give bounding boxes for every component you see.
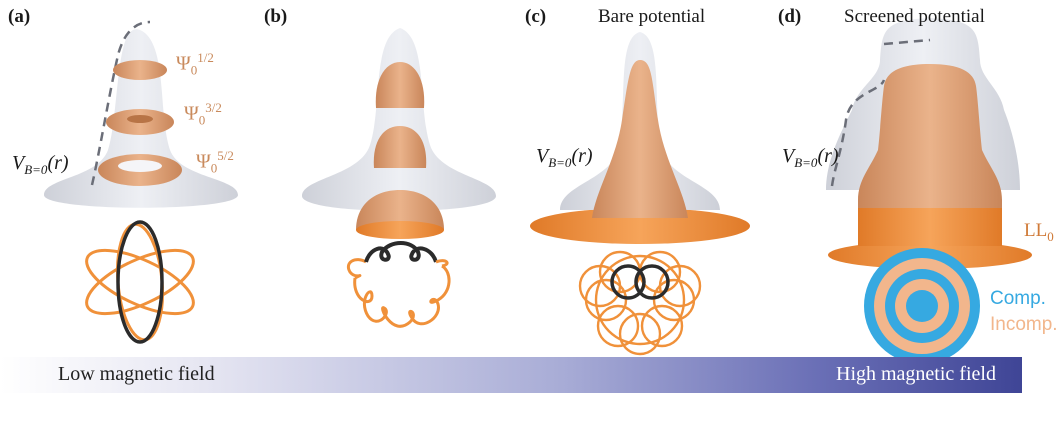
panel-label-c: (c) — [525, 6, 547, 27]
wavefunction-label-three-halves: Ψ03/2 — [184, 100, 222, 128]
orbit-b — [347, 241, 451, 328]
potential-d — [826, 18, 1032, 269]
panel-label-b: (b) — [264, 6, 288, 27]
panel-title-d: Screened potential — [844, 6, 985, 27]
potential-label-c: VB=0(r) — [536, 145, 593, 170]
orbit-c — [578, 250, 702, 356]
magnetic-field-gradient-bar — [0, 357, 1022, 393]
potential-a — [44, 20, 238, 208]
panel-label-a: (a) — [8, 6, 31, 27]
potential-label-d: VB=0(r) — [782, 145, 839, 170]
wavefunction-label-five-halves: Ψ05/2 — [196, 148, 234, 176]
potential-label-a: VB=0(r) — [12, 152, 69, 177]
legend-compressible: Comp. — [990, 288, 1046, 309]
low-field-label: Low magnetic field — [58, 363, 215, 385]
panel-label-d: (d) — [778, 6, 802, 27]
potential-b — [302, 28, 496, 239]
potential-c — [530, 32, 750, 244]
legend-incompressible: Incomp. — [990, 314, 1058, 335]
landau-level-label: LL0 — [1024, 220, 1054, 244]
wavefunction-label-half: Ψ01/2 — [176, 50, 214, 78]
high-field-label: High magnetic field — [836, 363, 996, 385]
orbit-a — [85, 220, 195, 344]
incompressible-compressible-disc — [864, 248, 980, 364]
panel-title-c: Bare potential — [598, 6, 706, 27]
